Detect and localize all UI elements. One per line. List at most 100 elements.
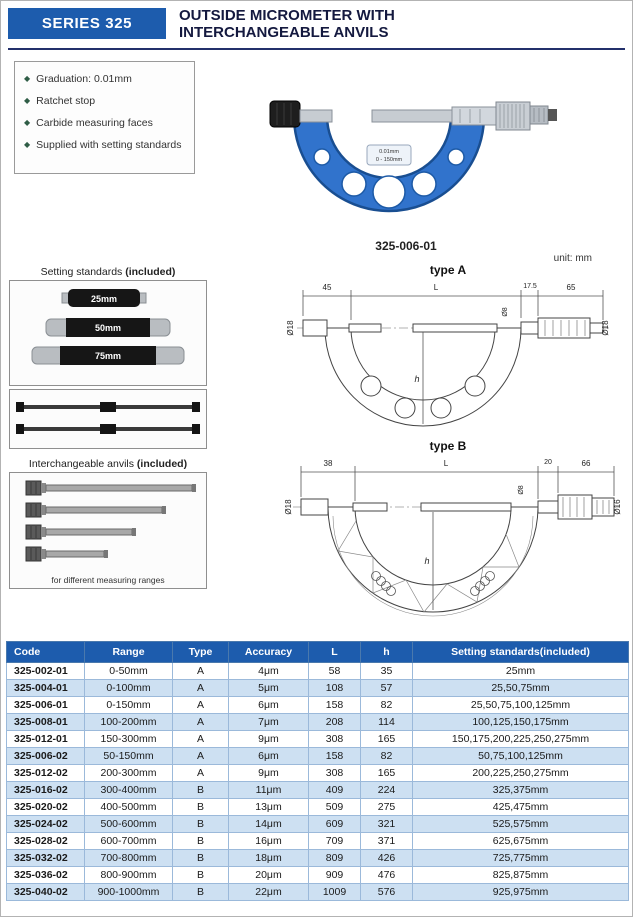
table-cell: 18μm (228, 849, 309, 867)
svg-text:h: h (424, 556, 429, 566)
table-cell: A (172, 662, 229, 680)
feature-text: Graduation: 0.01mm (36, 73, 132, 85)
cell-code: 325-040-02 (6, 883, 85, 901)
long-standards-image (9, 389, 207, 449)
table-cell: 600-700mm (84, 832, 173, 850)
setting-standards-illustration: 25mm 50mm 75mm (31, 289, 185, 365)
frame-holes (313, 148, 465, 209)
svg-text:45: 45 (323, 283, 332, 292)
table-cell: 25,50,75mm (412, 679, 629, 697)
cell-code: 325-006-02 (6, 747, 85, 765)
cell-code: 325-020-02 (6, 798, 85, 816)
svg-text:Ø18: Ø18 (601, 320, 610, 336)
table-cell: 425,475mm (412, 798, 629, 816)
svg-text:17.5: 17.5 (523, 283, 537, 290)
anvil-item (25, 546, 108, 562)
table-cell: 525,575mm (412, 815, 629, 833)
svg-text:Ø16: Ø16 (613, 499, 622, 515)
micrometer-product-image: 0.01mm 0 - 150mm (269, 100, 557, 213)
frame-ribs (337, 520, 520, 613)
header-accuracy: Accuracy (228, 641, 309, 663)
cell-code: 325-002-01 (6, 662, 85, 680)
svg-text:50mm: 50mm (95, 323, 121, 333)
table-cell: 50-150mm (84, 747, 173, 765)
feature-item: ◆ Carbide measuring faces (24, 117, 186, 129)
unit-note: unit: mm (553, 253, 592, 264)
table-cell: 609 (308, 815, 361, 833)
table-cell: 308 (308, 730, 361, 748)
table-cell: 100-200mm (84, 713, 173, 731)
table-cell: 0-100mm (84, 679, 173, 697)
table-cell: 158 (308, 696, 361, 714)
svg-text:Ø8: Ø8 (518, 485, 525, 494)
table-cell: 165 (360, 764, 413, 782)
spec-plate: 0.01mm 0 - 150mm (366, 144, 412, 166)
type-b-label: type B (429, 439, 467, 453)
table-cell: 0-150mm (84, 696, 173, 714)
feature-item: ◆ Supplied with setting standards (24, 139, 186, 151)
anvil-item (25, 502, 166, 518)
table-cell: 576 (360, 883, 413, 901)
table-cell: 208 (308, 713, 361, 731)
svg-text:Ø8: Ø8 (502, 307, 509, 316)
frame-outline (324, 327, 522, 427)
table-cell: 200-300mm (84, 764, 173, 782)
table-cell: 108 (308, 679, 361, 697)
table-cell: 14μm (228, 815, 309, 833)
table-cell: 308 (308, 764, 361, 782)
anvils-image: for different measuring ranges (9, 472, 207, 589)
table-cell: 35 (360, 662, 413, 680)
anvil-item (25, 524, 136, 540)
table-cell: 224 (360, 781, 413, 799)
svg-text:20: 20 (544, 459, 552, 466)
type-a-drawing: 45 L 17.5 65 h Ø18 Ø8 Ø18 (286, 283, 610, 427)
setting-standards-image: 25mm 50mm 75mm (9, 280, 207, 386)
table-cell: 800-900mm (84, 866, 173, 884)
header-h: h (360, 641, 413, 663)
table-cell: 82 (360, 747, 413, 765)
table-cell: 1009 (308, 883, 361, 901)
spindle-assembly (371, 101, 557, 131)
table-cell: 809 (308, 849, 361, 867)
table-cell: A (172, 713, 229, 731)
table-cell: 625,675mm (412, 832, 629, 850)
table-cell: 4μm (228, 662, 309, 680)
table-cell: 100,125,150,175mm (412, 713, 629, 731)
long-standards-illustration (16, 402, 200, 434)
table-cell: 13μm (228, 798, 309, 816)
anvil-item (25, 480, 196, 496)
diamond-bullet-icon: ◆ (24, 118, 31, 127)
page-title: OUTSIDE MICROMETER WITH INTERCHANGEABLE … (179, 7, 395, 42)
diamond-bullet-icon: ◆ (24, 96, 31, 105)
svg-text:75mm: 75mm (95, 351, 121, 361)
cell-code: 325-016-02 (6, 781, 85, 799)
table-cell: 700-800mm (84, 849, 173, 867)
table-cell: 275 (360, 798, 413, 816)
table-cell: 200,225,250,275mm (412, 764, 629, 782)
feature-item: ◆ Ratchet stop (24, 95, 186, 107)
table-cell: B (172, 781, 229, 799)
table-cell: 25mm (412, 662, 629, 680)
table-cell: B (172, 883, 229, 901)
spec-table: Code Range Type Accuracy L h Setting sta… (6, 641, 629, 901)
table-cell: 11μm (228, 781, 309, 799)
table-cell: 25,50,75,100,125mm (412, 696, 629, 714)
table-cell: 909 (308, 866, 361, 884)
standard-bar-50mm: 50mm (45, 318, 171, 337)
series-label: SERIES 325 (41, 15, 133, 32)
table-cell: 165 (360, 730, 413, 748)
table-header-row: Code Range Type Accuracy L h Setting sta… (6, 641, 629, 663)
cell-code: 325-028-02 (6, 832, 85, 850)
table-cell: 925,975mm (412, 883, 629, 901)
table-cell: B (172, 866, 229, 884)
svg-text:25mm: 25mm (91, 294, 117, 304)
